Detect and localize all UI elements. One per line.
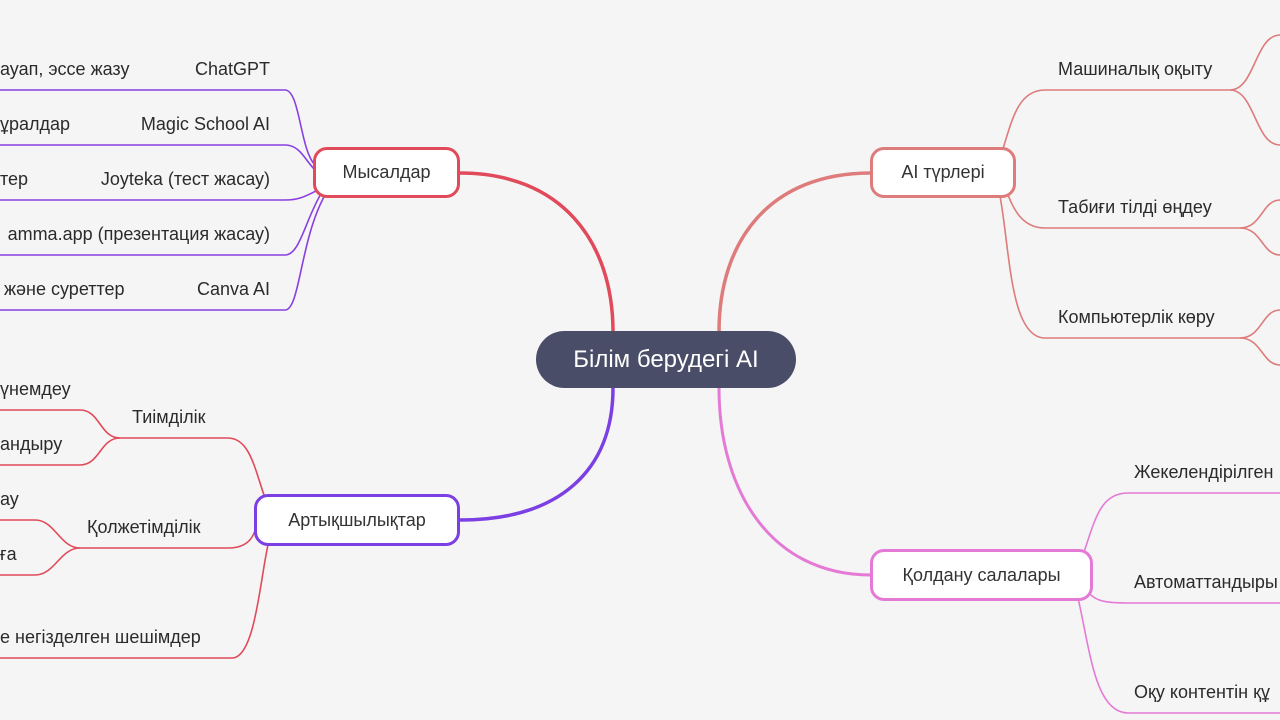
advantage-sub[interactable]: ау xyxy=(0,489,19,509)
app-item[interactable]: Автоматтандыры xyxy=(1134,572,1278,592)
example-name[interactable]: Joyteka (тест жасау) xyxy=(100,169,270,189)
example-name[interactable]: Magic School AI xyxy=(140,114,270,134)
connector-root-types xyxy=(717,171,872,333)
connectors-apps xyxy=(1077,492,1280,714)
type-item[interactable]: Машиналық оқыту xyxy=(1058,59,1213,79)
advantage-sub[interactable]: үнемдеу xyxy=(0,379,71,399)
connector-root-examples xyxy=(459,171,615,333)
type-item[interactable]: Компьютерлік көру xyxy=(1058,307,1215,327)
connectors-examples xyxy=(0,89,326,311)
example-name[interactable]: ChatGPT xyxy=(194,59,270,79)
branch-types[interactable]: AI түрлері xyxy=(870,147,1016,198)
advantage-group[interactable]: Тиімділік xyxy=(132,407,206,427)
branch-apps[interactable]: Қолдану салалары xyxy=(870,549,1093,601)
example-detail[interactable]: тер xyxy=(0,169,29,189)
app-item[interactable]: Оқу контентін құ xyxy=(1134,682,1270,702)
advantage-extra[interactable]: е негізделген шешімдер xyxy=(0,627,201,647)
example-detail[interactable]: ауап, эссе жазу xyxy=(0,59,130,79)
branch-advantages[interactable]: Артықшылықтар xyxy=(254,494,460,546)
type-item[interactable]: Табиғи тілді өңдеу xyxy=(1058,197,1212,217)
connector-root-apps xyxy=(717,387,872,577)
example-detail[interactable]: және суреттер xyxy=(4,279,125,299)
example-detail[interactable]: ұралдар xyxy=(0,114,71,134)
connector-root-advantages xyxy=(459,387,615,522)
advantage-sub[interactable]: андыру xyxy=(0,434,63,454)
root-node[interactable]: Білім берудегі AI xyxy=(536,331,796,388)
app-item[interactable]: Жекелендірілген xyxy=(1134,462,1274,482)
example-name[interactable]: amma.app (презентация жасау) xyxy=(7,224,270,244)
branch-examples[interactable]: Мысалдар xyxy=(313,147,460,198)
advantage-sub[interactable]: ға xyxy=(0,544,17,564)
advantage-group[interactable]: Қолжетімділік xyxy=(87,517,201,537)
connectors-advantages xyxy=(0,409,269,659)
example-name[interactable]: Canva AI xyxy=(196,279,270,299)
